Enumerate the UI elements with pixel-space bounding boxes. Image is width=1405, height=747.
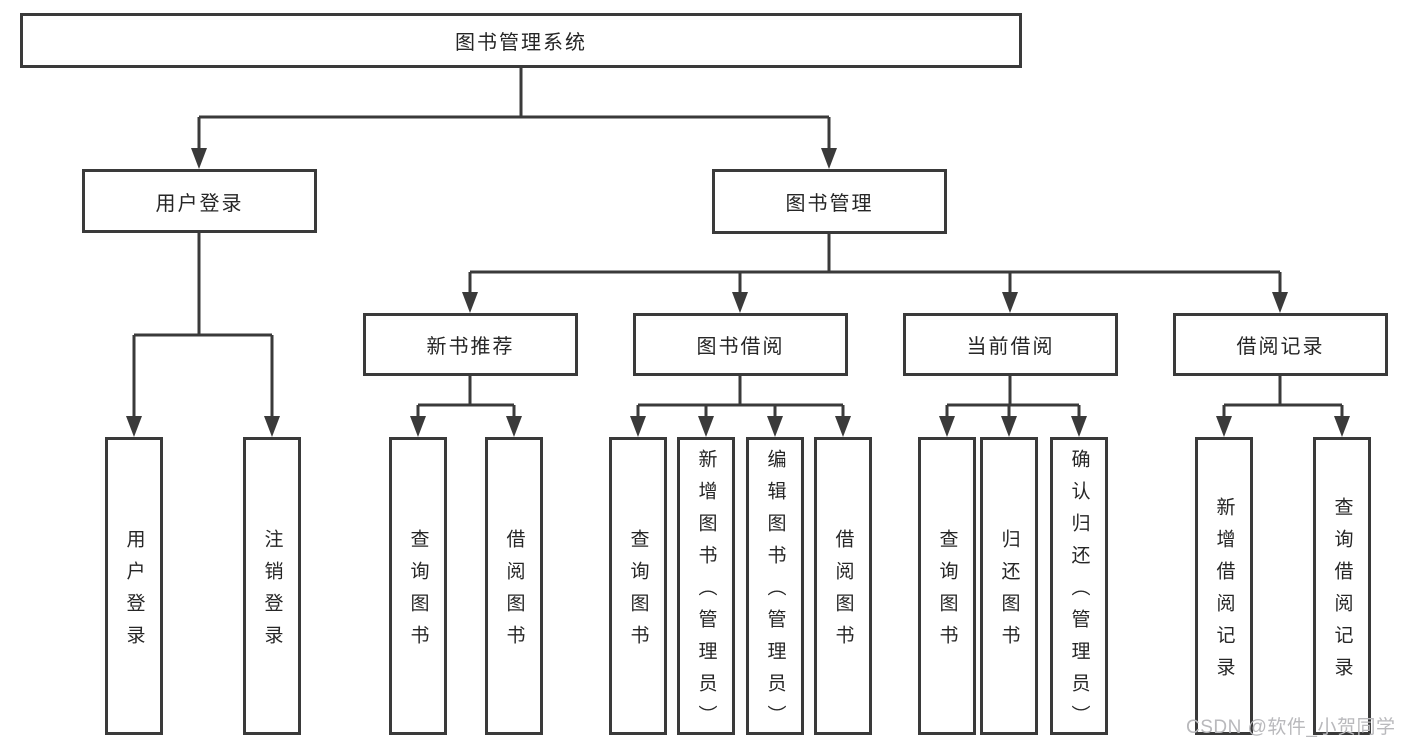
leaf-confirm-return-admin-label: 确认归还（管理员） <box>1068 448 1090 737</box>
leaf-borrow-books-recommend-label: 借阅图书 <box>503 528 525 657</box>
leaf-return-books: 归还图书 <box>980 437 1038 735</box>
leaf-add-book-admin: 新增图书（管理员） <box>677 437 735 737</box>
node-current-borrowing-label: 当前借阅 <box>966 336 1055 358</box>
leaf-query-books-current-label: 查询图书 <box>936 528 958 657</box>
leaf-add-book-admin-label: 新增图书（管理员） <box>695 448 717 737</box>
leaf-borrow-books-recommend: 借阅图书 <box>485 437 543 735</box>
leaf-query-books-recommend-label: 查询图书 <box>407 528 429 657</box>
node-current-borrowing: 当前借阅 <box>903 313 1118 376</box>
leaf-return-books-label: 归还图书 <box>998 528 1020 657</box>
leaf-query-books-borrowing: 查询图书 <box>609 437 667 735</box>
leaf-query-books-borrowing-label: 查询图书 <box>627 528 649 657</box>
leaf-edit-book-admin-label: 编辑图书（管理员） <box>764 448 786 737</box>
watermark: CSDN @软件_小贺同学 <box>1186 717 1396 738</box>
leaf-query-borrow-record-label: 查询借阅记录 <box>1331 496 1353 689</box>
node-borrowing-records: 借阅记录 <box>1173 313 1388 376</box>
leaf-user-login: 用户登录 <box>105 437 163 735</box>
node-book-borrowing: 图书借阅 <box>633 313 848 376</box>
leaf-query-borrow-record: 查询借阅记录 <box>1313 437 1371 735</box>
leaf-edit-book-admin: 编辑图书（管理员） <box>746 437 804 737</box>
leaf-query-books-current: 查询图书 <box>918 437 976 735</box>
leaf-borrow-books-borrowing: 借阅图书 <box>814 437 872 735</box>
node-user-login: 用户登录 <box>82 169 317 233</box>
node-book-management-label: 图书管理 <box>785 193 874 215</box>
leaf-confirm-return-admin: 确认归还（管理员） <box>1050 437 1108 737</box>
node-new-book-recommend-label: 新书推荐 <box>426 336 515 358</box>
leaf-logout-label: 注销登录 <box>261 528 283 657</box>
leaf-logout: 注销登录 <box>243 437 301 735</box>
node-root: 图书管理系统 <box>20 13 1022 68</box>
leaf-add-borrow-record: 新增借阅记录 <box>1195 437 1253 735</box>
leaf-borrow-books-borrowing-label: 借阅图书 <box>832 528 854 657</box>
arrowheads <box>126 148 1350 437</box>
leaf-user-login-label: 用户登录 <box>123 528 145 657</box>
node-book-borrowing-label: 图书借阅 <box>696 336 785 358</box>
node-root-label: 图书管理系统 <box>455 32 587 54</box>
leaf-query-books-recommend: 查询图书 <box>389 437 447 735</box>
connector-lines <box>132 68 1344 420</box>
node-borrowing-records-label: 借阅记录 <box>1236 336 1325 358</box>
node-user-login-label: 用户登录 <box>155 192 244 215</box>
leaf-add-borrow-record-label: 新增借阅记录 <box>1213 496 1235 689</box>
node-new-book-recommend: 新书推荐 <box>363 313 578 376</box>
node-book-management: 图书管理 <box>712 169 947 234</box>
